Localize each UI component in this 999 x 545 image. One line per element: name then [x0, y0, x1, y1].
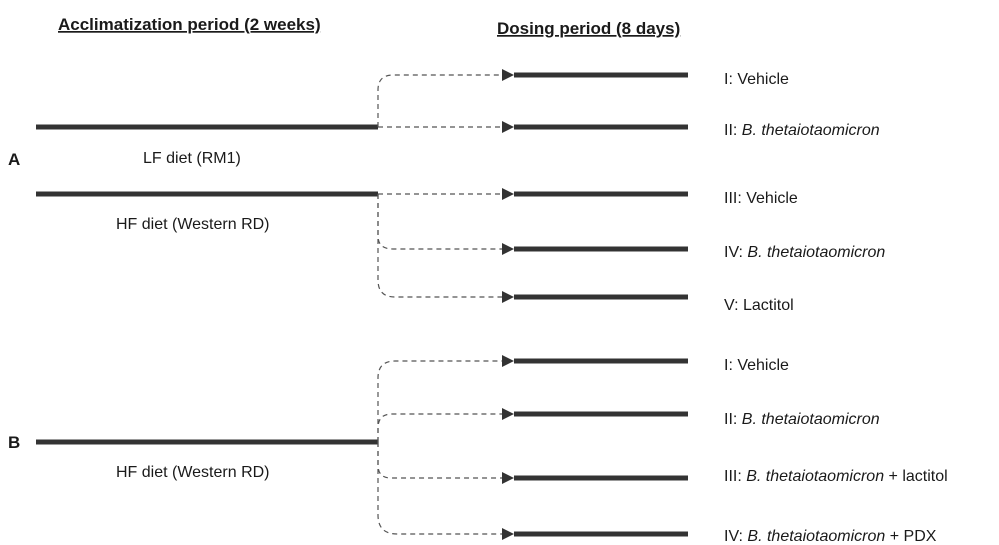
panel-b-label: B [8, 433, 20, 452]
group-label-a4: IV: B. thetaiotaomicron [724, 244, 885, 261]
group-label-b1: I: Vehicle [724, 357, 789, 374]
acclimatization-header: Acclimatization period (2 weeks) [58, 15, 321, 34]
connector-b3 [377, 442, 502, 479]
group-label-a2: II: B. thetaiotaomicron [724, 122, 880, 139]
connector-b4 [377, 442, 502, 535]
group-label-b3: III: B. thetaiotaomicron + lactitol [724, 468, 948, 485]
arrowhead-b2 [502, 408, 514, 420]
connector-a1 [377, 74, 502, 127]
connector-a4 [377, 194, 502, 250]
panel-a: A LF diet (RM1) HF diet (Western RD) I: … [8, 69, 885, 314]
group-label-a3: III: Vehicle [724, 190, 798, 207]
arrowhead-b4 [502, 528, 514, 540]
panel-a-label: A [8, 150, 20, 169]
connector-b2 [377, 413, 502, 442]
group-label-a5: V: Lactitol [724, 297, 794, 314]
panel-b: B HF diet (Western RD) I: Vehicle II: B.… [8, 355, 948, 545]
arrowhead-b3 [502, 472, 514, 484]
arrowhead-a1 [502, 69, 514, 81]
lf-diet-label: LF diet (RM1) [143, 150, 241, 167]
group-label-b2: II: B. thetaiotaomicron [724, 411, 880, 428]
arrowhead-b1 [502, 355, 514, 367]
arrowhead-a2 [502, 121, 514, 133]
arrowhead-a3 [502, 188, 514, 200]
connector-a5 [377, 194, 502, 298]
hf-diet-label-b: HF diet (Western RD) [116, 464, 270, 481]
arrowhead-a4 [502, 243, 514, 255]
dosing-header: Dosing period (8 days) [497, 19, 680, 38]
group-label-a1: I: Vehicle [724, 71, 789, 88]
group-label-b4: IV: B. thetaiotaomicron + PDX [724, 528, 937, 545]
arrowhead-a5 [502, 291, 514, 303]
connector-b1 [377, 360, 502, 442]
hf-diet-label-a: HF diet (Western RD) [116, 216, 270, 233]
